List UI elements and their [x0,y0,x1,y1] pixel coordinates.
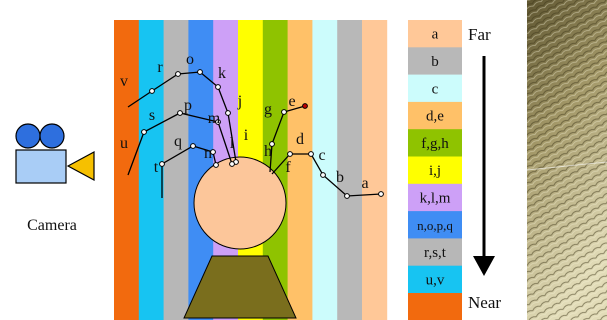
strand-node [308,151,314,157]
strand-label: g [264,101,272,118]
body-trapezoid [183,255,297,319]
strand-label: u [120,135,128,152]
strand-label: k [218,65,226,82]
legend-label: n,o,p,q [417,218,453,233]
hair-strand: tq n [154,133,219,198]
legend-label: r,s,t [424,245,447,261]
legend-swatch [408,129,462,157]
depth-arrow-head [473,256,495,276]
legend-label: u,v [426,272,445,288]
depth-band [362,20,388,320]
strand-node [320,172,326,178]
strand-line [269,105,306,173]
legend-label: d,e [426,109,444,125]
legend-label: k,l,m [420,191,451,207]
strand-node [149,88,155,94]
legend-label: f,g,h [421,136,449,152]
legend-swatch [408,74,462,103]
strand-label: s [149,107,155,124]
strand-node [177,110,183,116]
strand-label: c [318,147,325,164]
strand-label: a [361,175,368,192]
hair-photo-strip [526,0,607,320]
strand-node [302,103,308,109]
strand-node [215,84,221,90]
strand-label: l [230,135,235,152]
head-circle [193,156,287,250]
strand-node [213,162,219,168]
strand-node [190,143,196,149]
strand-node [344,193,350,199]
strand-label: e [288,93,295,110]
strand-line [271,153,382,197]
legend-label: a [432,27,439,43]
strand-node [229,161,235,167]
camera-lens-right [39,123,65,149]
legend-swatch [408,238,462,266]
strand-label: i [244,127,249,144]
strand-node [378,191,384,197]
near-label: Near [468,293,501,312]
depth-legend: abc d,e f,g,h i,j k,l,m n,o,p,q r,s,t u,v [408,20,462,320]
camera-label: Camera [27,217,77,234]
depth-band [337,20,363,320]
strand-label: j [237,93,242,110]
strand-node [215,119,221,125]
strand-node [210,149,216,155]
legend-swatch [408,211,462,239]
camera-lens-left [15,123,41,149]
strand-label: o [186,51,194,68]
hair-strand: v r o kji [120,51,249,165]
camera-view-cone [66,150,95,182]
depth-band [138,20,164,320]
strand-node [175,71,181,77]
strand-node [159,161,165,167]
depth-band [163,20,189,320]
camera-icon [15,123,95,184]
legend-swatch [408,101,462,130]
legend-swatch [408,156,462,185]
legend-swatch [408,293,462,320]
legend-label: b [431,54,439,70]
strand-label: q [174,133,182,150]
depth-band [312,20,338,320]
camera-body [15,149,67,184]
far-label: Far [468,25,491,44]
depth-band [114,20,140,320]
strand-node [197,69,203,75]
strand-node [281,109,287,115]
strand-label: t [154,159,159,176]
legend-swatch [408,20,462,48]
legend-label: i,j [429,163,441,179]
strand-label: h [264,143,272,160]
strand-label: r [157,59,163,76]
strand-label: n [204,145,212,162]
legend-swatch [408,183,462,212]
strand-label: p [184,97,192,114]
legend-swatch [408,265,462,294]
strand-label: m [208,110,221,127]
depth-band [287,20,313,320]
strand-node [269,141,275,147]
strand-label: f [285,159,291,176]
strand-label: d [296,131,304,148]
hair-strand: u s pml [120,97,235,176]
strand-node [141,129,147,135]
strand-label: v [120,73,128,90]
legend-swatch [408,47,462,75]
strand-label: b [336,169,344,186]
strand-node [287,151,293,157]
strand-node [225,110,231,116]
legend-label: c [432,81,439,97]
